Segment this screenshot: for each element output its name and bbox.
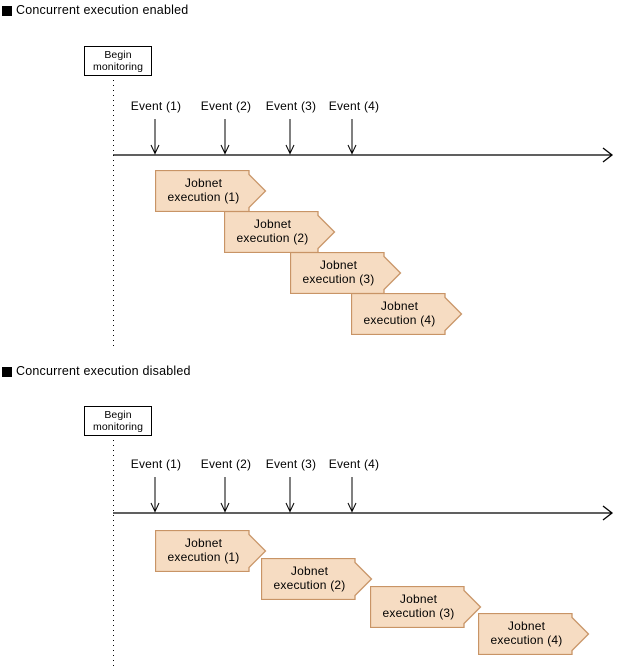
section-header-disabled: Concurrent execution disabled bbox=[2, 364, 191, 379]
arrowhead-icon bbox=[347, 144, 357, 155]
begin-monitoring-box: Begin monitoring bbox=[84, 406, 152, 436]
event-label-1: Event (1) bbox=[130, 99, 182, 113]
begin-monitoring-line2: monitoring bbox=[92, 421, 144, 433]
jobnet-shape bbox=[370, 586, 482, 628]
event-arrow-4 bbox=[347, 119, 357, 155]
event-arrow-3 bbox=[285, 477, 295, 513]
jobnet-box-2: Jobnet execution (2) bbox=[224, 211, 336, 253]
timeline-arrow bbox=[113, 505, 614, 521]
jobnet-shape bbox=[478, 613, 590, 655]
section-bullet-icon bbox=[2, 5, 12, 16]
begin-monitoring-line1: Begin bbox=[104, 49, 132, 61]
event-arrow-2 bbox=[220, 119, 230, 155]
arrowhead-icon bbox=[602, 505, 614, 521]
jobnet-box-4: Jobnet execution (4) bbox=[351, 293, 463, 335]
event-arrow-1 bbox=[150, 119, 160, 155]
event-label-4: Event (4) bbox=[328, 457, 380, 471]
section-title: Concurrent execution enabled bbox=[16, 3, 189, 17]
jobnet-label: Jobnet execution (1) bbox=[167, 536, 240, 564]
arrowhead-icon bbox=[285, 144, 295, 155]
jobnet-label: Jobnet execution (4) bbox=[490, 619, 563, 647]
jobnet-label: Jobnet execution (2) bbox=[236, 217, 309, 245]
jobnet-box-3: Jobnet execution (3) bbox=[290, 252, 402, 294]
jobnet-box-2: Jobnet execution (2) bbox=[261, 558, 373, 600]
jobnet-box-1: Jobnet execution (1) bbox=[155, 530, 267, 572]
jobnet-shape bbox=[351, 293, 463, 335]
section-bullet-icon bbox=[2, 366, 12, 377]
event-label-2: Event (2) bbox=[200, 457, 252, 471]
arrowhead-icon bbox=[602, 147, 614, 163]
jobnet-label: Jobnet execution (3) bbox=[302, 258, 375, 286]
jobnet-shape bbox=[224, 211, 336, 253]
event-label-3: Event (3) bbox=[265, 99, 317, 113]
arrowhead-icon bbox=[285, 502, 295, 513]
jobnet-label: Jobnet execution (1) bbox=[167, 176, 240, 204]
monitoring-dotted-line bbox=[113, 435, 114, 670]
arrowhead-icon bbox=[220, 144, 230, 155]
jobnet-box-4: Jobnet execution (4) bbox=[478, 613, 590, 655]
section-header-enabled: Concurrent execution enabled bbox=[2, 3, 188, 18]
event-arrow-2 bbox=[220, 477, 230, 513]
event-arrow-4 bbox=[347, 477, 357, 513]
arrowhead-icon bbox=[150, 502, 160, 513]
jobnet-label: Jobnet execution (2) bbox=[273, 564, 346, 592]
event-label-3: Event (3) bbox=[265, 457, 317, 471]
begin-monitoring-box: Begin monitoring bbox=[84, 46, 152, 76]
begin-monitoring-line1: Begin bbox=[104, 409, 132, 421]
arrowhead-icon bbox=[220, 502, 230, 513]
jobnet-box-1: Jobnet execution (1) bbox=[155, 170, 267, 212]
arrowhead-icon bbox=[150, 144, 160, 155]
jobnet-shape bbox=[155, 170, 267, 212]
jobnet-box-3: Jobnet execution (3) bbox=[370, 586, 482, 628]
event-label-1: Event (1) bbox=[130, 457, 182, 471]
timeline-arrow bbox=[113, 147, 614, 163]
arrowhead-icon bbox=[347, 502, 357, 513]
jobnet-label: Jobnet execution (3) bbox=[382, 592, 455, 620]
event-label-4: Event (4) bbox=[328, 99, 380, 113]
event-label-2: Event (2) bbox=[200, 99, 252, 113]
section-title: Concurrent execution disabled bbox=[16, 364, 191, 378]
jobnet-shape bbox=[155, 530, 267, 572]
begin-monitoring-line2: monitoring bbox=[92, 61, 144, 73]
event-arrow-3 bbox=[285, 119, 295, 155]
jobnet-shape bbox=[290, 252, 402, 294]
event-arrow-1 bbox=[150, 477, 160, 513]
jobnet-label: Jobnet execution (4) bbox=[363, 299, 436, 327]
monitoring-dotted-line bbox=[113, 75, 114, 347]
jobnet-shape bbox=[261, 558, 373, 600]
